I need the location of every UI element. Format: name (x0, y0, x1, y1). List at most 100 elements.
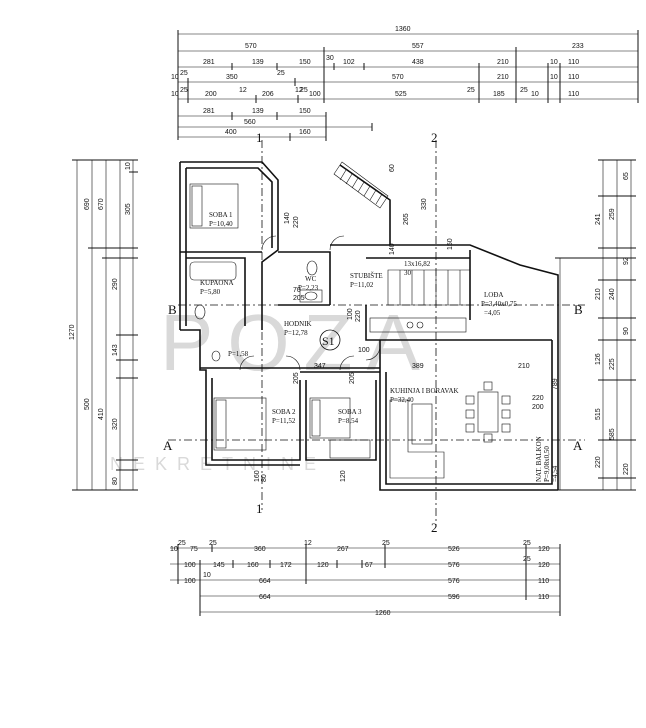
dim-bot-r4-c: 110 (538, 594, 549, 601)
section-2-top: 2 (431, 130, 438, 145)
dim-bot-r2-f: 67 (365, 562, 373, 569)
inner-dim-205a: 205 (293, 372, 300, 384)
dim-right-92: 92 (623, 257, 630, 265)
dim-bot-r1-b: 25 (178, 540, 186, 547)
dim-bot-r1-h: 25 (382, 540, 390, 547)
dim-right-126: 126 (595, 353, 602, 365)
dim-left-c3-a: 670 (98, 198, 105, 210)
area-wc: P=2,23 (298, 284, 319, 292)
dim-right-c4-220: 220 (623, 463, 630, 475)
dim-bot-r3-a: 100 (184, 578, 196, 585)
area-spremiste: P=1,58 (228, 350, 249, 358)
dim-left-c3-b: 410 (98, 408, 105, 420)
dim-top-r7-b: 160 (299, 129, 311, 136)
dims-balkon: P=9,08x0,50 (543, 446, 551, 482)
dim-left-c4-80: 80 (112, 477, 119, 485)
dim-right-259: 259 (609, 208, 616, 220)
dim-top-r4-h: 100 (309, 91, 321, 98)
inner-dim-220a: 220 (293, 216, 300, 228)
dim-top-r5-b: 139 (252, 108, 264, 115)
staircase (333, 161, 471, 306)
dim-right-241: 241 (595, 213, 602, 225)
area-soba2: P=11,52 (272, 417, 296, 425)
area-soba3: P=8,54 (338, 417, 359, 425)
dim-top-r5-c: 150 (299, 108, 311, 115)
inner-dim-150: 150 (447, 238, 454, 250)
section-a-left: A (163, 438, 173, 453)
dim-bot-total: 1260 (375, 610, 391, 617)
section-2-bottom: 2 (431, 520, 438, 535)
dim-bot-r2-e: 120 (317, 562, 329, 569)
inner-dim-140b: 140 (389, 243, 396, 255)
dim-top-total: 1360 (395, 26, 411, 33)
dim-right-65: 65 (623, 172, 630, 180)
dim-top-r3-b: 25 (180, 70, 188, 77)
bottom-dimension-lines (170, 544, 561, 616)
inner-dim-200: 200 (532, 404, 544, 411)
left-dimension-lines (72, 159, 138, 491)
inner-dim-160: 160 (254, 470, 261, 482)
dim-right-90: 90 (623, 327, 630, 335)
dim-bot-r2-d: 172 (280, 562, 292, 569)
room-labels: SOBA 1 P=10,40 KUPAONA P=5,80 WC P=2,23 … (200, 211, 559, 482)
dim-bot-r4-b: 596 (448, 594, 460, 601)
dim-top-r7-a: 400 (225, 129, 237, 136)
dim-bot-r3-b: 10 (203, 572, 211, 579)
dim-top-r1-a: 570 (245, 43, 257, 50)
dim-top-r2-h: 10 (550, 59, 558, 66)
dim-top-r2-a: 281 (203, 59, 215, 66)
dim-bot-r1-g: 267 (337, 546, 349, 553)
section-1-bottom: 1 (256, 501, 263, 516)
inner-dim-80: 80 (261, 474, 268, 482)
dim-left-c2-b: 500 (84, 398, 91, 410)
top-dimension-labels: 1360 570 557 233 281 139 150 30 102 438 … (171, 26, 584, 136)
label-stubiste: STUBIŠTE (350, 272, 383, 280)
area-kupaona: P=5,80 (200, 288, 221, 296)
dim-bot-r2-g: 576 (448, 562, 460, 569)
label-soba2: SOBA 2 (272, 408, 296, 416)
dim-bot-r2-c: 160 (247, 562, 259, 569)
inner-dim-60: 60 (389, 164, 396, 172)
dim-bot-r3-d: 576 (448, 578, 460, 585)
inner-dim-330: 330 (421, 198, 428, 210)
dim-right-210: 210 (595, 288, 602, 300)
inner-dim-100b: 100 (347, 308, 354, 320)
dims-loda: P=3,40x0,75 (481, 300, 517, 308)
section-b-left: B (168, 302, 177, 317)
furniture (189, 183, 511, 479)
dim-bot-r3-e: 110 (538, 578, 549, 585)
label-loda: LOĐA (484, 291, 503, 299)
dim-top-r2-i: 110 (568, 59, 579, 66)
area-loda: =4,05 (484, 309, 501, 317)
dim-top-r1-b: 557 (412, 43, 424, 50)
s1-marker: S1 (322, 334, 335, 348)
dim-top-r2-f: 438 (412, 59, 424, 66)
section-a-right: A (573, 438, 583, 453)
dim-top-r4-d: 12 (239, 87, 247, 94)
dim-top-r4-k: 185 (493, 91, 505, 98)
dim-bot-r1-d: 25 (209, 540, 217, 547)
inner-dim-205c: 205 (293, 295, 305, 302)
dim-top-r1-c: 233 (572, 43, 584, 50)
right-dimension-labels: 789 241 210 126 515 220 259 240 225 585 … (552, 172, 630, 475)
bottom-dimension-labels: 10 25 75 25 360 12 267 25 526 25 120 100… (170, 540, 550, 617)
section-1-top: 1 (256, 130, 263, 145)
dim-top-r4-i: 525 (395, 91, 407, 98)
dim-right-515: 515 (595, 408, 602, 420)
inner-dim-120: 120 (340, 470, 347, 482)
label-kupaona: KUPAONA (200, 279, 234, 287)
dim-right-240: 240 (609, 288, 616, 300)
label-wc: WC (305, 275, 317, 283)
inner-dim-220b: 220 (355, 310, 362, 322)
area-kuhinja: P=32,40 (390, 396, 414, 404)
walls (179, 161, 559, 491)
dim-left-c4-290: 290 (112, 278, 119, 290)
dim-bot-r2-i: 120 (538, 562, 550, 569)
inner-dim-140a: 140 (284, 212, 291, 224)
area-soba1: P=10,40 (209, 220, 233, 228)
inner-dimensions: 347 389 100 210 220 200 205 205 140 220 … (254, 164, 544, 482)
dim-top-r3-f: 210 (497, 74, 509, 81)
dim-bot-r1-c: 75 (190, 546, 198, 553)
inner-dim-347: 347 (314, 363, 326, 370)
dim-top-r4-b: 25 (180, 87, 188, 94)
